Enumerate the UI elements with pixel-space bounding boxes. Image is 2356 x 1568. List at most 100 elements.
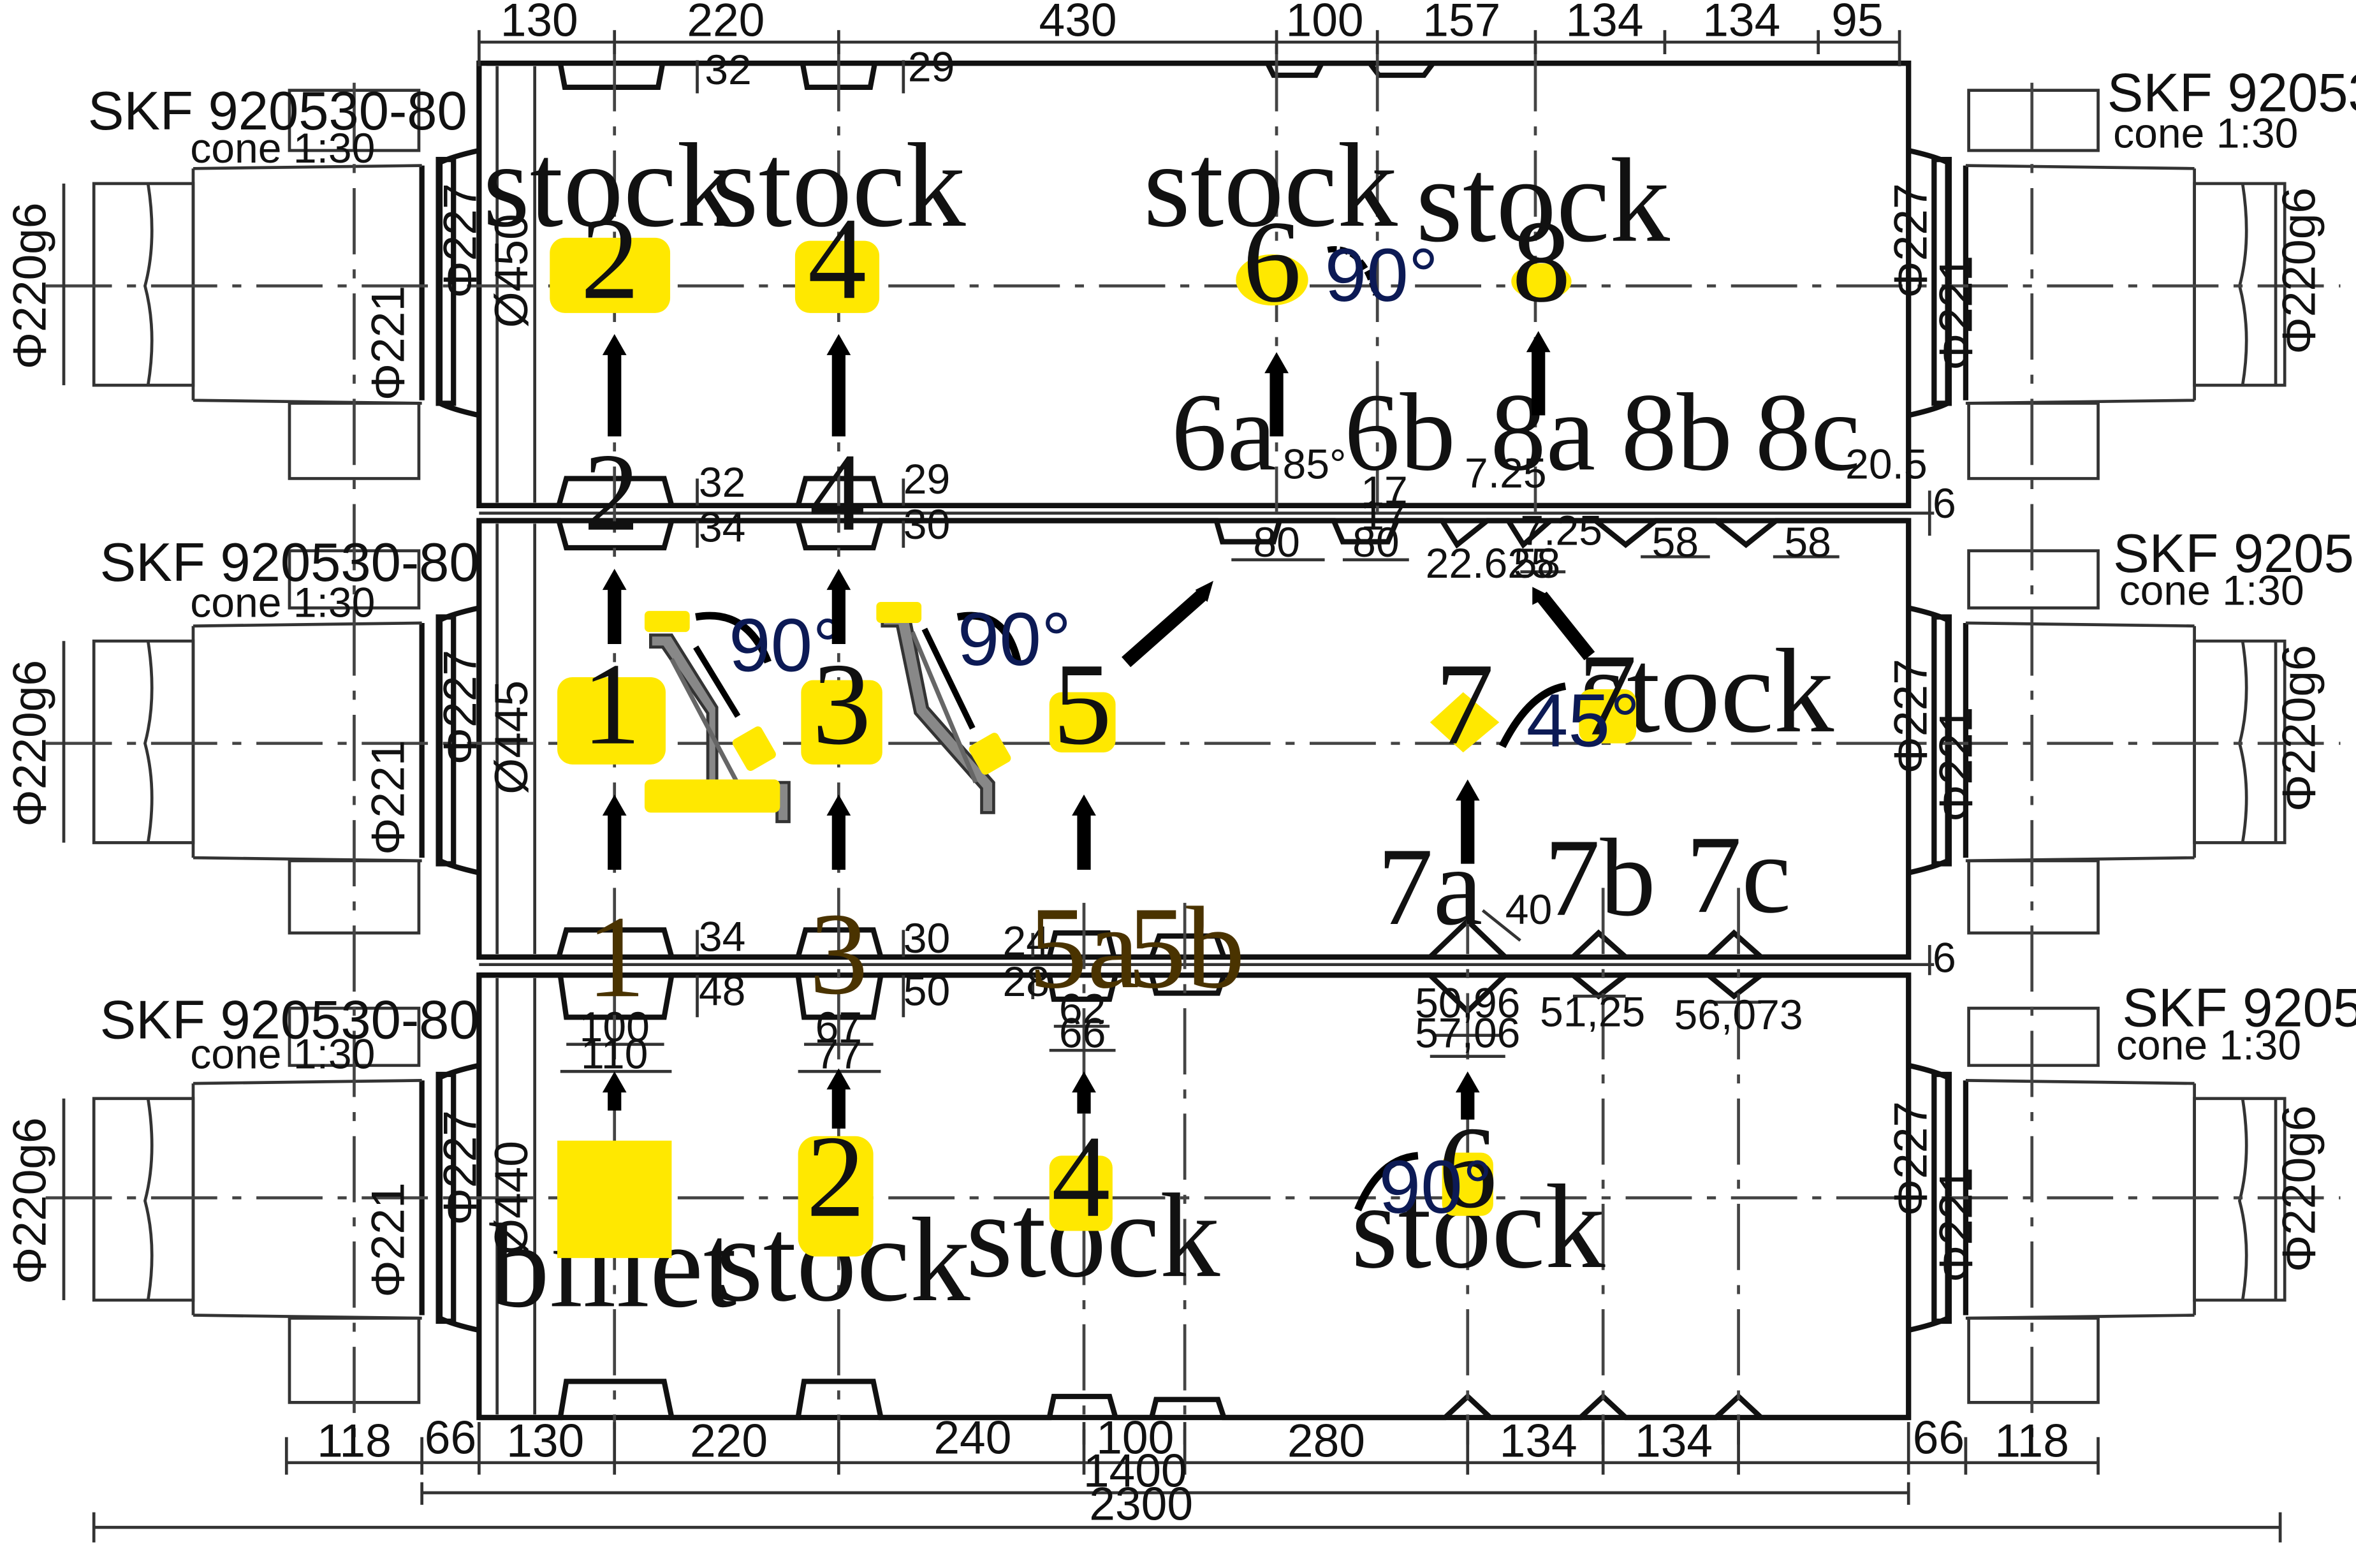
top-collar-right <box>1931 157 1952 406</box>
top-collar-left <box>435 157 457 406</box>
stock-box-1-label: 1 <box>582 639 641 769</box>
twist-guide-1 <box>644 611 791 823</box>
bearing-label-top-left: SKF 920530-80 <box>88 81 467 142</box>
journal-dia-bot-right: Φ220g6 <box>2272 1105 2325 1272</box>
width-50-96: 50,96 <box>1415 979 1520 1027</box>
journal-dia-top-right: Φ220g6 <box>2272 187 2325 355</box>
shoulder-227-top-right: Φ227 <box>1885 183 1937 298</box>
shoulder-221-bot-left: Φ221 <box>362 1182 414 1297</box>
bottom-dim-10: 118 <box>1994 1414 2069 1467</box>
stock-box-6-bottom-label: 6 <box>1438 1103 1497 1233</box>
bearing-label-mid-left: SKF 920530-80 <box>100 532 479 593</box>
bearing-labels: SKF 920530-80 cone 1:30 SKF 920530-80 co… <box>88 63 2356 1078</box>
width-80-b: 80 <box>1352 519 1399 566</box>
pass-label-2: 2 <box>583 430 639 554</box>
stock-box-1 <box>557 677 666 765</box>
width-100: 100 <box>580 1004 650 1051</box>
stock-box-8-label: 8 <box>1512 196 1570 326</box>
dim-17-b: 17 <box>1361 492 1407 539</box>
width-110: 110 <box>581 1031 648 1078</box>
dim-28: 28 <box>1003 958 1050 1006</box>
rotate-90-bottom: 90° <box>1379 1145 1493 1229</box>
shoulder-221-bot-right: Φ221 <box>1929 1168 1982 1282</box>
middle-roll-diameter: Ø445 <box>485 680 538 795</box>
rotate-90-top: 90° <box>1325 233 1438 318</box>
shoulder-221-mid-right: Φ221 <box>1929 707 1982 822</box>
bottom-dim-4: 240 <box>933 1412 1011 1464</box>
cone-label-bot-left: cone 1:30 <box>190 1031 375 1078</box>
flow-arrows <box>602 331 1595 1129</box>
top-dimension-texts: 130 220 430 100 157 134 134 95 <box>501 0 1884 47</box>
bottom-dim-1: 66 <box>425 1412 476 1464</box>
width-62: 62 <box>1059 986 1106 1033</box>
stock-box-2 <box>550 237 671 313</box>
dim-29-top: 29 <box>908 43 955 91</box>
cone-label-bot-right: cone 1:30 <box>2116 1022 2301 1069</box>
stock-box-4-label: 4 <box>808 193 867 323</box>
bottom-dim-0: 118 <box>317 1414 391 1467</box>
stock-box-4-bottom <box>1049 1155 1113 1231</box>
width-66: 66 <box>1059 1009 1106 1057</box>
bottom-dim-2: 130 <box>506 1414 584 1467</box>
pass-label-6a: 6a <box>1171 370 1277 494</box>
stock-box-2-bottom <box>798 1136 874 1257</box>
top-roll-diameter: Ø450 <box>485 214 538 328</box>
width-57-06: 57,06 <box>1415 1009 1520 1057</box>
width-22-625: 22.625 <box>1426 540 1555 587</box>
journal-dia-top-left: Φ220g6 <box>4 203 56 370</box>
top-dim-4: 157 <box>1423 0 1500 47</box>
pass-label-3: 3 <box>809 889 868 1019</box>
bottom-roll <box>45 972 2341 1421</box>
shoulder-227-mid-right: Φ227 <box>1885 659 1937 773</box>
bottom-dim-8: 134 <box>1635 1414 1713 1467</box>
stock-box-4 <box>794 240 880 313</box>
shoulder-227-mid-left: Φ227 <box>434 650 487 765</box>
width-58-c: 58 <box>1784 519 1831 566</box>
dim-7-25-b: 7.25 <box>1520 507 1602 554</box>
dim-20-5: 20.5 <box>1845 441 1928 488</box>
twist-guide-3 <box>876 601 1011 814</box>
total-length-dim: 2300 <box>1089 1477 1193 1530</box>
width-80-a: 80 <box>1253 519 1299 566</box>
dim-7-25-a: 7.25 <box>1465 450 1547 497</box>
bottom-dim-6: 280 <box>1287 1414 1365 1467</box>
top-dim-1: 220 <box>687 0 765 47</box>
top-dim-5: 134 <box>1566 0 1644 47</box>
stock-box-7-rotated-label: 7 <box>1435 639 1494 769</box>
width-56-073: 56,073 <box>1674 992 1803 1039</box>
dim-29-upper-pass: 29 <box>904 456 950 503</box>
shoulder-221-top-right: Φ221 <box>1929 256 1982 370</box>
top-dim-6: 134 <box>1702 0 1780 47</box>
bearing-label-bot-left: SKF 920530-80 <box>100 990 479 1050</box>
pass-label-7c: 7c <box>1686 812 1791 936</box>
stock-text-6: stock <box>1143 119 1398 252</box>
stock-box-2-label: 2 <box>581 193 640 323</box>
dim-30-lower-pass: 30 <box>904 915 950 962</box>
bottom-dim-7: 134 <box>1500 1414 1577 1467</box>
dim-34-lower-pass: 34 <box>699 913 745 960</box>
shoulder-221-mid-left: Φ221 <box>362 740 414 855</box>
diameter-labels: Φ220g6 Φ220g6 Φ220g6 Φ220g6 Φ220g6 Φ220g… <box>4 183 2325 1297</box>
bearing-label-top-right: SKF 920530-80 <box>2107 63 2356 124</box>
rotate-45: 45° <box>1526 679 1640 763</box>
stock-box-8 <box>1511 263 1572 300</box>
top-dim-0: 130 <box>501 0 578 47</box>
bottom-dimension-texts: 118 66 130 220 240 100 280 134 134 66 11… <box>317 1412 2069 1530</box>
stock-text-2: stock <box>483 119 737 252</box>
stock-text-4: stock <box>712 119 966 252</box>
width-51-25: 51,25 <box>1540 988 1645 1036</box>
shoulder-227-bot-right: Φ227 <box>1885 1101 1937 1216</box>
middle-roll-lower-profile <box>479 917 1909 960</box>
dim-50: 50 <box>904 967 950 1015</box>
journal-dia-bot-left: Φ220g6 <box>4 1117 56 1284</box>
gap-6-lower: 6 <box>1933 934 1956 981</box>
bearing-label-mid-right: SKF 920530-80 <box>2113 524 2356 584</box>
stock-box-5-label: 5 <box>1053 639 1112 769</box>
top-dim-2: 430 <box>1039 0 1117 47</box>
angle-85: 85° <box>1283 441 1347 488</box>
stock-box-4-bottom-label: 4 <box>1051 1111 1110 1242</box>
bottom-dim-9: 66 <box>1913 1412 1965 1464</box>
stock-box-6-label: 6 <box>1243 196 1301 326</box>
billet-box <box>557 1140 672 1258</box>
